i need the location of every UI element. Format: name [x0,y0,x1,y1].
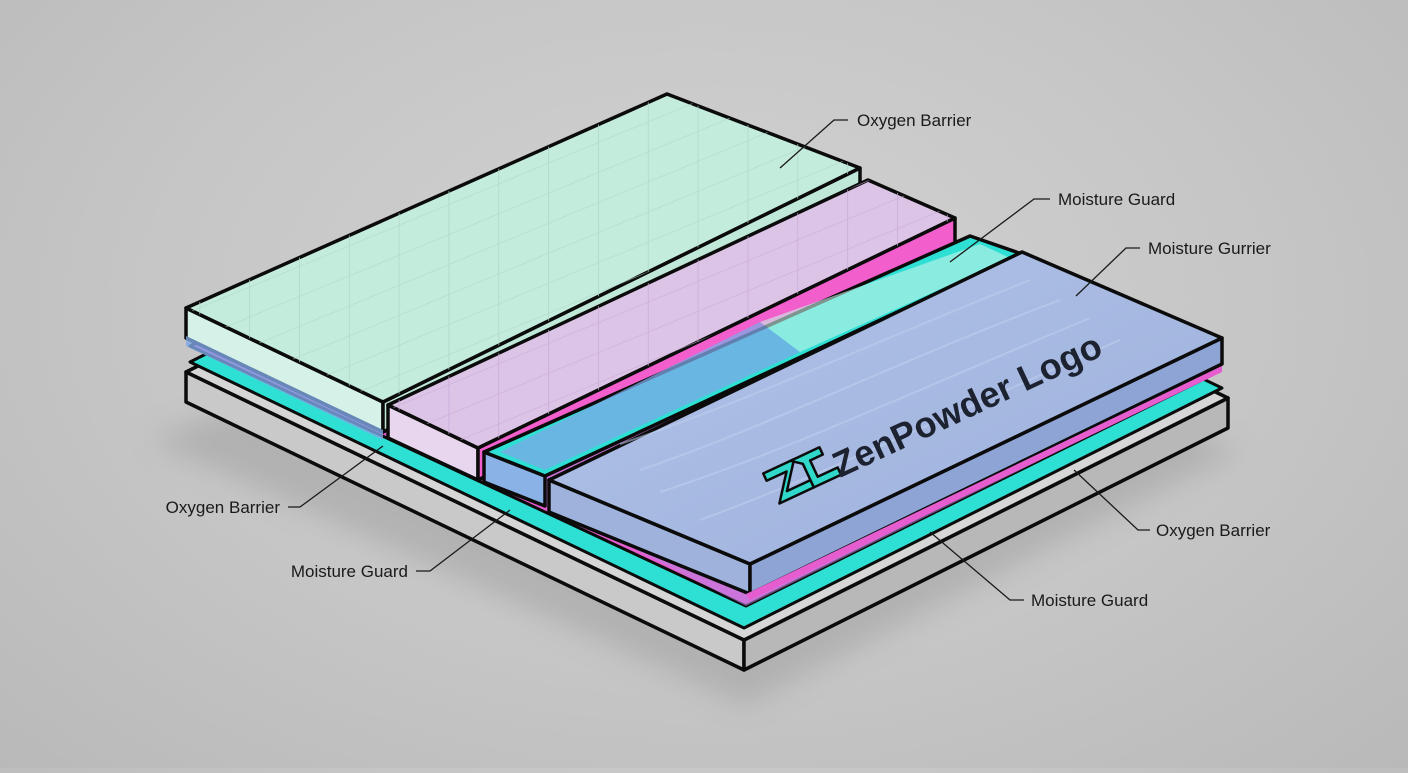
callout-moisture-gurrier: Moisture Gurrier [1148,239,1271,258]
callout-left-oxygen-barrier: Oxygen Barrier [166,498,281,517]
callout-top-oxygen-barrier: Oxygen Barrier [857,111,972,130]
callout-left-moisture-guard: Moisture Guard [291,562,408,581]
callout-right-moisture-guard: Moisture Guard [1031,591,1148,610]
zp-monogram-icon [761,446,843,505]
callout-leaders [288,119,1150,601]
callout-top-moisture-guard: Moisture Guard [1058,190,1175,209]
moisture-gurrier-strip [482,234,1024,508]
callout-right-oxygen-barrier: Oxygen Barrier [1156,521,1271,540]
logo-panel: ZenPowder Logo [547,250,1224,600]
